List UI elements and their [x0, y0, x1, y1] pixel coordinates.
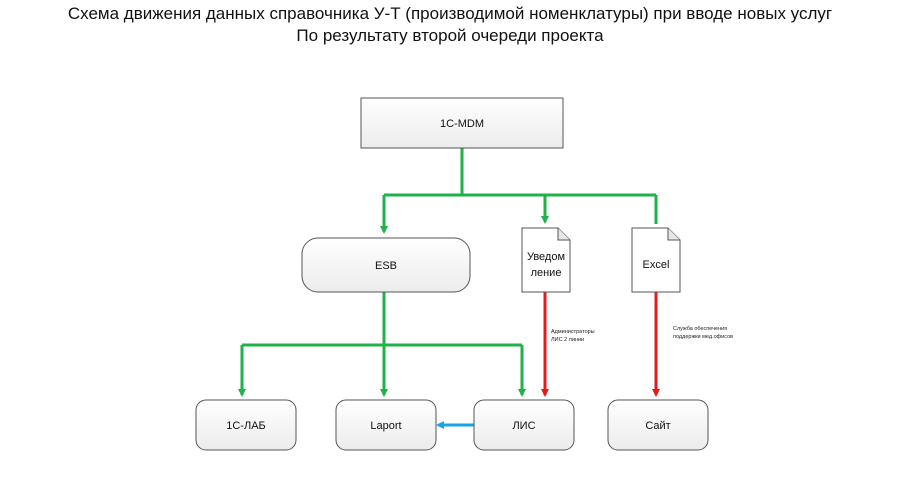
- node-1c-mdm: 1C-MDM: [360, 97, 564, 149]
- node-site-label: Сайт: [645, 420, 670, 432]
- node-1c-lab: 1C-ЛАБ: [195, 399, 297, 451]
- manual-flow-lines: [541, 292, 660, 397]
- lis-admins-note-line1: Администраторы: [551, 329, 595, 335]
- node-esb: ESB: [301, 237, 471, 293]
- node-notification-label-line1: Уведом: [527, 251, 565, 263]
- node-excel-document: Excel: [631, 227, 681, 293]
- node-excel-label: Excel: [643, 259, 670, 271]
- node-esb-label: ESB: [375, 260, 397, 272]
- diagram-subtitle: По результату второй очереди проекта: [296, 26, 604, 45]
- esb-distribution-lines: [238, 292, 526, 397]
- support-note-line1: Служба обеспечения: [673, 326, 727, 332]
- node-1c-mdm-label: 1C-MDM: [440, 118, 484, 130]
- node-1c-lab-label: 1C-ЛАБ: [226, 420, 266, 432]
- node-laport-label: Laport: [370, 420, 401, 432]
- node-laport: Laport: [335, 399, 437, 451]
- node-site: Сайт: [607, 399, 709, 451]
- node-notification-document: Уведом ление: [521, 227, 571, 293]
- node-lis: ЛИС: [473, 399, 575, 451]
- support-note-line2: поддержки мед.офисов: [673, 334, 733, 340]
- diagram-title: Схема движения данных справочника У-Т (п…: [67, 4, 833, 23]
- node-notification-label-line2: ление: [531, 267, 562, 279]
- lis-admins-note-line2: ЛИС 2 линии: [551, 337, 584, 343]
- node-lis-label: ЛИС: [512, 420, 535, 432]
- mdm-distribution-lines: [380, 148, 658, 234]
